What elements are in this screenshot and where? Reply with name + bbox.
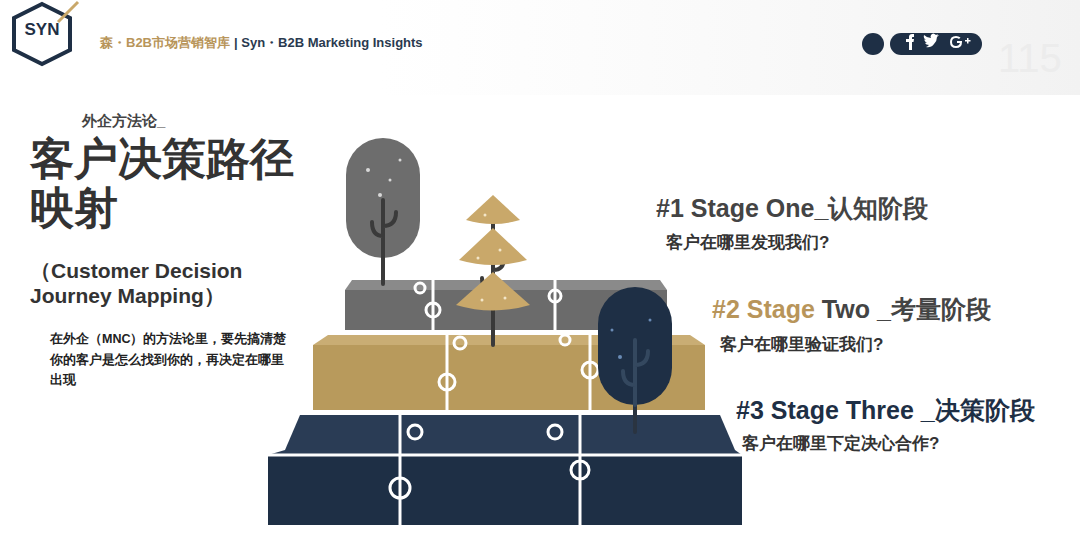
section-kicker: 外企方法论_	[82, 112, 165, 130]
tree-crown	[456, 272, 530, 311]
googleplus-icon	[950, 36, 971, 48]
tree-dots	[366, 159, 402, 198]
tree-dots	[477, 214, 507, 302]
stage-question: 客户在哪里发现我们?	[666, 233, 829, 253]
stage-heading: #2 Stage	[712, 294, 815, 324]
tree-trunk	[372, 200, 396, 284]
logo-slash	[58, 2, 78, 22]
social-pill	[890, 33, 982, 55]
logo-hexagon	[14, 4, 70, 64]
brand-name: 森・B2B市场营销智库	[100, 35, 230, 51]
tier-top-face	[285, 415, 735, 450]
page-number: 115	[998, 34, 1062, 82]
stage-heading: #1 Stage One_认知阶段	[656, 193, 928, 223]
tree-dots	[611, 319, 652, 360]
slide-title: 客户决策路径映射	[30, 134, 320, 233]
tree-trunk	[623, 340, 648, 405]
stage-heading: #3 Stage Three _决策阶段	[736, 395, 1035, 425]
tree-crown	[466, 195, 520, 224]
body-text: 在外企（MNC）的方法论里，要先搞清楚你的客户是怎么找到你的，再决定在哪里出现	[50, 329, 295, 391]
logo-letters: SYN	[20, 20, 64, 40]
subtitle: （Customer Decision Journey Mapping）	[30, 258, 295, 308]
twitter-icon	[924, 34, 939, 48]
tree-crown	[459, 228, 527, 265]
stage-question: 客户在哪里下定决心合作?	[742, 434, 939, 454]
tree-crown	[598, 287, 672, 405]
tier-top-face	[268, 450, 742, 455]
facebook-icon	[906, 34, 914, 50]
stage-question: 客户在哪里验证我们?	[720, 335, 883, 355]
tier-front-face	[268, 455, 742, 525]
brand-name: | Syn・B2B Marketing Insights	[234, 35, 423, 51]
puzzle-seams	[268, 280, 742, 525]
stage-heading: Two _考量阶段	[822, 294, 991, 324]
social-dot	[862, 33, 884, 55]
header-glow	[380, 0, 1080, 95]
